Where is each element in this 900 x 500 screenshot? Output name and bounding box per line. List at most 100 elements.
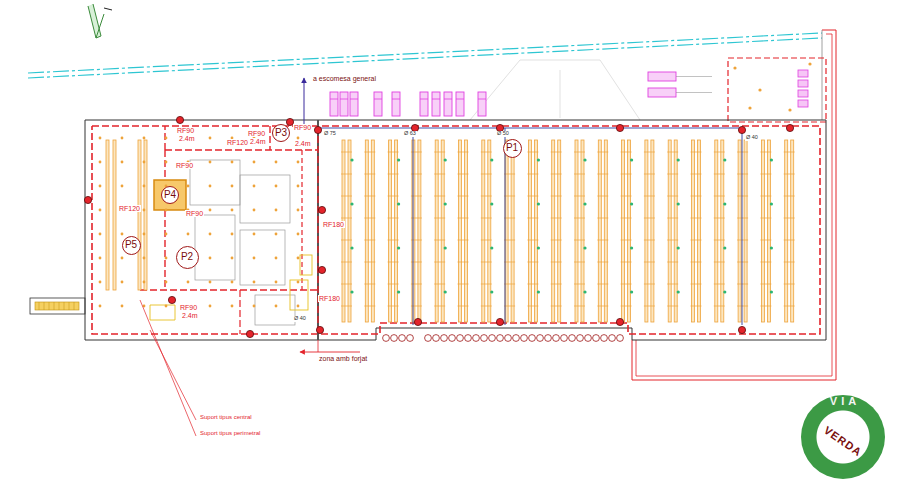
plan-line bbox=[458, 218, 469, 219]
plan-circle bbox=[143, 185, 146, 188]
plan-line bbox=[621, 262, 632, 263]
sector-circle: P5 bbox=[122, 236, 141, 255]
plan-circle bbox=[297, 161, 300, 164]
plan-path bbox=[88, 4, 101, 38]
plan-path bbox=[140, 289, 318, 290]
leader-lines bbox=[140, 300, 196, 436]
fire-rating: RF90 bbox=[293, 124, 312, 131]
plan-line bbox=[504, 240, 515, 241]
plan-line bbox=[621, 284, 632, 285]
plan-circle bbox=[99, 137, 102, 140]
plan-line bbox=[760, 284, 771, 285]
plan-circle bbox=[677, 158, 680, 161]
fire-rating: RF90 bbox=[179, 304, 198, 311]
fire-rating: RF90 bbox=[247, 130, 266, 137]
plan-rect bbox=[552, 140, 555, 322]
plan-circle bbox=[297, 257, 300, 260]
plan-line bbox=[574, 262, 585, 263]
plan-path bbox=[165, 149, 318, 150]
plan-path bbox=[49, 302, 50, 310]
plan-circle bbox=[397, 290, 400, 293]
forjat-arrow bbox=[300, 340, 360, 352]
plan-rect bbox=[648, 88, 676, 97]
plan-line bbox=[434, 284, 445, 285]
plan-circle bbox=[738, 126, 745, 133]
plan-circle bbox=[537, 202, 540, 205]
plan-line bbox=[434, 174, 445, 175]
plan-line bbox=[597, 196, 608, 197]
plan-circle bbox=[297, 137, 300, 140]
plan-rect bbox=[581, 140, 584, 322]
plan-circle bbox=[209, 233, 212, 236]
annotation: a escomesa general bbox=[312, 75, 377, 82]
plan-path bbox=[505, 128, 506, 325]
plan-circle bbox=[513, 335, 520, 342]
plan-line bbox=[644, 152, 655, 153]
plan-line bbox=[784, 284, 795, 285]
plan-line bbox=[364, 218, 375, 219]
plan-rect bbox=[651, 140, 654, 322]
plan-rect bbox=[365, 140, 368, 322]
plan-line bbox=[574, 196, 585, 197]
plan-line bbox=[504, 306, 515, 307]
plan-line bbox=[374, 99, 382, 100]
plan-path bbox=[150, 305, 175, 320]
plan-line bbox=[574, 218, 585, 219]
plan-path bbox=[239, 290, 240, 334]
plan-line bbox=[714, 306, 725, 307]
plan-line bbox=[364, 174, 375, 175]
plan-line bbox=[434, 152, 445, 153]
sector-label: P3 bbox=[275, 128, 287, 138]
plan-path bbox=[413, 128, 414, 325]
plan-circle bbox=[121, 257, 124, 260]
plan-line bbox=[737, 196, 748, 197]
plan-line bbox=[691, 196, 702, 197]
plan-line bbox=[691, 284, 702, 285]
plan-rect bbox=[785, 140, 788, 322]
plan-path bbox=[64, 302, 65, 310]
plan-line bbox=[621, 218, 632, 219]
plan-circle bbox=[209, 209, 212, 212]
logo-text: VIA bbox=[830, 396, 860, 407]
plan-path bbox=[59, 302, 60, 310]
plan-rect bbox=[190, 160, 240, 205]
plan-circle bbox=[414, 318, 421, 325]
plan-path bbox=[269, 126, 270, 150]
plan-circle bbox=[733, 66, 736, 69]
plan-rect bbox=[798, 90, 808, 97]
plan-circle bbox=[165, 257, 168, 260]
plan-rect bbox=[418, 140, 421, 322]
plan-circle bbox=[537, 335, 544, 342]
plan-path bbox=[28, 33, 822, 73]
plan-line bbox=[574, 306, 585, 307]
plan-line bbox=[760, 306, 771, 307]
plan-line bbox=[784, 174, 795, 175]
plan-line bbox=[644, 196, 655, 197]
plan-circle bbox=[297, 281, 300, 284]
plan-line bbox=[621, 306, 632, 307]
plan-rect bbox=[645, 140, 648, 322]
plan-circle bbox=[505, 335, 512, 342]
plan-line bbox=[388, 174, 399, 175]
plan-line bbox=[714, 218, 725, 219]
plan-path bbox=[318, 128, 742, 129]
plan-rect bbox=[435, 140, 438, 322]
plan-circle bbox=[165, 137, 168, 140]
plan-line bbox=[364, 262, 375, 263]
plan-path bbox=[39, 302, 40, 310]
sector-label: P1 bbox=[506, 143, 518, 153]
plan-circle bbox=[449, 335, 456, 342]
plan-rect bbox=[371, 140, 374, 322]
plan-circle bbox=[723, 158, 726, 161]
plan-line bbox=[504, 218, 515, 219]
plan-circle bbox=[577, 335, 584, 342]
plan-circle bbox=[143, 257, 146, 260]
plan-path bbox=[318, 340, 319, 352]
plan-rect bbox=[113, 140, 116, 290]
plan-circle bbox=[489, 335, 496, 342]
plan-rect bbox=[674, 140, 677, 322]
plan-line bbox=[644, 218, 655, 219]
plan-circle bbox=[545, 335, 552, 342]
plan-line bbox=[597, 284, 608, 285]
storage-racks-p5 bbox=[106, 140, 147, 290]
